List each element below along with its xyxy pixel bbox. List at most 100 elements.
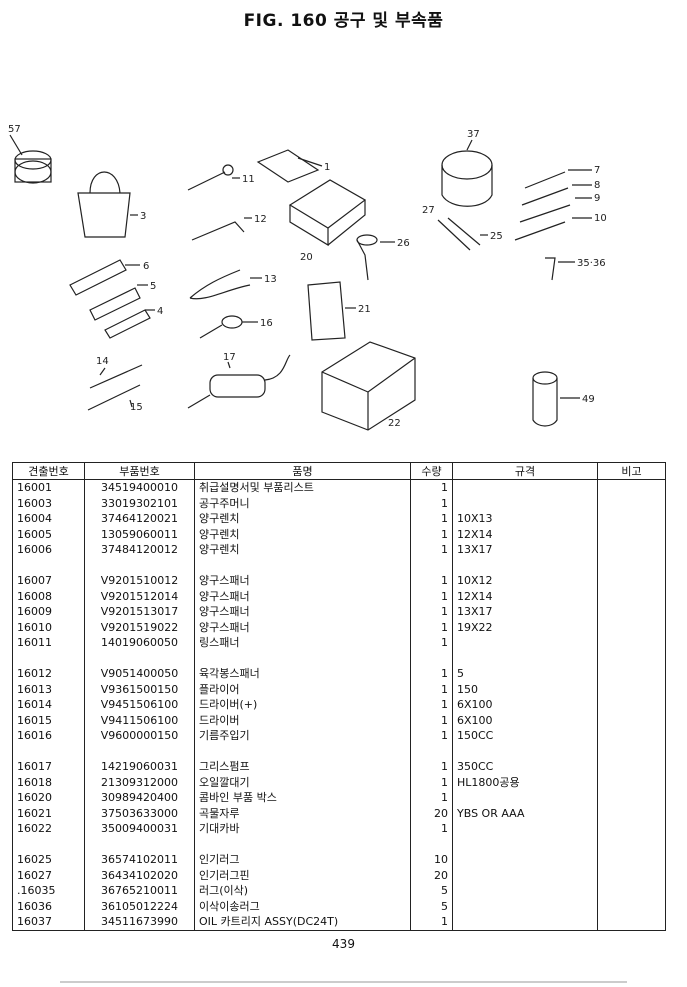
cell-qty: 1 [410, 573, 453, 589]
cell-remarks [597, 805, 666, 821]
cell-part-no: 36434102020 [84, 867, 195, 883]
table-row [12, 836, 666, 852]
cell-spec [452, 836, 598, 852]
cut-off-footer-line [0, 978, 687, 987]
table-header-row: 견출번호 부품번호 품명 수량 규격 비고 [12, 462, 666, 480]
cell-part-name [194, 650, 411, 666]
cell-spec [452, 479, 598, 496]
socket-drawing [9, 134, 52, 184]
cell-spec [452, 883, 598, 899]
callout-17: 17 [223, 352, 236, 363]
cell-part-no: V9600000150 [84, 728, 195, 744]
callout-1: 1 [324, 162, 330, 173]
cell-ref-no: 16011 [12, 635, 85, 651]
cell-part-name: 플라이어 [194, 681, 411, 697]
screwdrivers-drawing [87, 364, 143, 411]
cell-qty: 1 [410, 914, 453, 931]
cell-qty: 1 [410, 635, 453, 651]
cell-ref-no: 16004 [12, 511, 85, 527]
cell-part-name: 러그(이삭) [194, 883, 411, 899]
cell-spec: YBS OR AAA [452, 805, 598, 821]
callout-14: 14 [96, 356, 109, 367]
cell-remarks [597, 852, 666, 868]
cell-part-no [84, 557, 195, 573]
spanners-drawing [514, 169, 592, 241]
cell-ref-no: 16013 [12, 681, 85, 697]
table-row [12, 650, 666, 666]
cell-remarks [597, 526, 666, 542]
callout-15: 15 [130, 402, 143, 413]
cell-part-no: 36765210011 [84, 883, 195, 899]
cell-ref-no [12, 743, 85, 759]
cell-part-no: 35009400031 [84, 821, 195, 837]
cell-spec [452, 495, 598, 511]
cell-qty [410, 836, 453, 852]
cell-part-name [194, 557, 411, 573]
cell-remarks [597, 743, 666, 759]
cell-remarks [597, 511, 666, 527]
manual-drawing [256, 149, 323, 183]
cell-part-no: 36574102011 [84, 852, 195, 868]
cell-remarks [597, 479, 666, 496]
cell-spec: 6X100 [452, 697, 598, 713]
cell-part-name: 육각봉스패너 [194, 666, 411, 682]
cell-qty: 5 [410, 898, 453, 914]
cell-spec: 19X22 [452, 619, 598, 635]
callout-7: 7 [594, 165, 600, 176]
cell-remarks [597, 898, 666, 914]
cell-remarks [597, 712, 666, 728]
table-row [12, 743, 666, 759]
cell-ref-no: 16022 [12, 821, 85, 837]
funnel-drawing [356, 234, 395, 281]
cell-remarks [597, 728, 666, 744]
cell-qty [410, 743, 453, 759]
cell-part-no: V9451506100 [84, 697, 195, 713]
cell-part-name: 링스패너 [194, 635, 411, 651]
cell-qty: 1 [410, 759, 453, 775]
cell-qty: 1 [410, 712, 453, 728]
cell-qty [410, 557, 453, 573]
cell-ref-no: 16018 [12, 774, 85, 790]
cell-part-name: 양구스패너 [194, 588, 411, 604]
parts-illustration: 57 3 1 11 12 20 37 7 8 9 10 27 26 25 6 5… [8, 124, 607, 431]
cell-ref-no: 16025 [12, 852, 85, 868]
cell-spec: 13X17 [452, 542, 598, 558]
tool-25-drawing [437, 217, 488, 251]
cell-part-name: 양구렌치 [194, 542, 411, 558]
cell-qty: 1 [410, 526, 453, 542]
cell-part-name: 양구스패너 [194, 619, 411, 635]
cell-part-name [194, 743, 411, 759]
cell-part-name: 양구스패너 [194, 573, 411, 589]
callout-6: 6 [143, 261, 149, 272]
cell-ref-no: 16003 [12, 495, 85, 511]
cell-spec [452, 557, 598, 573]
cell-remarks [597, 542, 666, 558]
cell-part-no: V9201512014 [84, 588, 195, 604]
cell-ref-no: 16014 [12, 697, 85, 713]
cell-qty: 1 [410, 542, 453, 558]
lug-drawing [545, 257, 575, 281]
cell-qty: 1 [410, 619, 453, 635]
cell-qty [410, 650, 453, 666]
callout-10: 10 [594, 213, 607, 224]
cell-part-name: 기름주입기 [194, 728, 411, 744]
cell-part-name: 취급설명서및 부품리스트 [194, 479, 411, 496]
cell-ref-no: 16017 [12, 759, 85, 775]
col-header-qty: 수량 [410, 462, 453, 480]
cell-remarks [597, 681, 666, 697]
cell-spec [452, 635, 598, 651]
cell-part-name: 곡물자루 [194, 805, 411, 821]
